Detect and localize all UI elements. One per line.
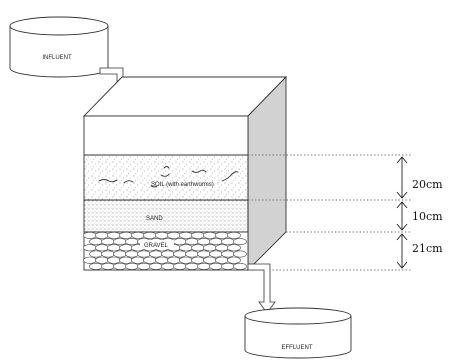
gravel-stone xyxy=(209,250,223,258)
gravel-stone xyxy=(191,244,205,252)
gravel-stone xyxy=(155,256,169,264)
dimension-arrows xyxy=(396,156,408,269)
gravel-stone xyxy=(185,262,199,270)
gravel-stone xyxy=(83,256,97,264)
gravel-stone xyxy=(233,250,247,258)
effluent-label: EFFLUENT xyxy=(281,345,312,351)
sand-depth-label: 10cm xyxy=(412,210,443,223)
gravel-stone xyxy=(95,244,109,252)
earthworm-icons xyxy=(98,166,239,188)
soil-layer: SOIL (with earthworms) xyxy=(83,154,249,201)
gravel-stone xyxy=(113,262,127,270)
gravel-stone xyxy=(221,250,235,258)
gravel-stone xyxy=(107,244,121,252)
gravel-stone xyxy=(101,262,115,270)
gravel-stone xyxy=(125,250,139,258)
gravel-stone xyxy=(119,231,133,239)
influent-tank: INFLUENT xyxy=(9,16,109,78)
gravel-stone xyxy=(137,262,151,270)
gravel-stone xyxy=(161,262,175,270)
gravel-stone xyxy=(203,256,217,264)
influent-label: INFLUENT xyxy=(42,55,72,61)
gravel-layer: GRAVEL xyxy=(83,231,249,271)
gravel-stone xyxy=(83,231,97,239)
gravel-stone xyxy=(131,231,145,239)
gravel-stone xyxy=(227,244,241,252)
layer-guide-lines xyxy=(248,154,411,271)
gravel-stone xyxy=(173,238,187,246)
gravel-stone xyxy=(89,250,103,258)
gravel-stone xyxy=(179,256,193,264)
gravel-stone xyxy=(215,244,229,252)
soil-depth-label: 20cm xyxy=(412,178,443,191)
sand-label: SAND xyxy=(146,216,163,222)
gravel-stone xyxy=(155,231,169,239)
gravel-stone xyxy=(185,250,199,258)
gravel-stone xyxy=(179,231,193,239)
gravel-stone xyxy=(185,238,199,246)
gravel-stone xyxy=(221,262,235,270)
gravel-stone xyxy=(179,244,193,252)
gravel-stone xyxy=(215,231,229,239)
gravel-stone xyxy=(119,244,133,252)
gravel-stone xyxy=(89,238,103,246)
gravel-label: GRAVEL xyxy=(144,243,169,249)
gravel-stone xyxy=(125,238,139,246)
gravel-stone xyxy=(83,244,97,252)
filter-box: SOIL (with earthworms) SAND GRAVEL xyxy=(82,75,288,272)
gravel-stone xyxy=(209,262,223,270)
gravel-stone xyxy=(209,238,223,246)
gravel-depth-label: 21cm xyxy=(412,242,443,255)
soil-label: SOIL (with earthworms) xyxy=(151,182,214,188)
gravel-stone xyxy=(149,250,163,258)
gravel-stone xyxy=(143,231,157,239)
gravel-stone xyxy=(173,250,187,258)
gravel-stone xyxy=(227,231,241,239)
gravel-stone xyxy=(113,238,127,246)
gravel-stone xyxy=(203,231,217,239)
gravel-stone xyxy=(167,256,181,264)
gravel-stone xyxy=(233,262,247,270)
sand-layer: SAND xyxy=(83,199,249,233)
gravel-stone xyxy=(95,256,109,264)
gravel-stone xyxy=(191,256,205,264)
gravel-stone xyxy=(197,262,211,270)
gravel-stone xyxy=(113,250,127,258)
gravel-stone xyxy=(107,256,121,264)
gravel-stone xyxy=(227,256,241,264)
gravel-stone xyxy=(95,231,109,239)
effluent-arrow xyxy=(247,263,276,314)
gravel-stone xyxy=(119,256,133,264)
gravel-stone xyxy=(167,231,181,239)
gravel-stone xyxy=(89,262,103,270)
gravel-stone xyxy=(131,256,145,264)
gravel-stone xyxy=(215,256,229,264)
gravel-stone xyxy=(221,238,235,246)
gravel-stone xyxy=(191,231,205,239)
gravel-stone xyxy=(101,238,115,246)
gravel-stone xyxy=(125,262,139,270)
gravel-stone xyxy=(137,250,151,258)
gravel-stone xyxy=(233,238,247,246)
effluent-tank: EFFLUENT xyxy=(244,307,352,359)
gravel-stone xyxy=(203,244,217,252)
gravel-stone xyxy=(197,238,211,246)
gravel-stone xyxy=(161,250,175,258)
gravel-stone xyxy=(143,256,157,264)
gravel-stone xyxy=(107,231,121,239)
gravel-stone xyxy=(197,250,211,258)
gravel-stone xyxy=(101,250,115,258)
gravel-stone xyxy=(149,262,163,270)
gravel-stone xyxy=(173,262,187,270)
